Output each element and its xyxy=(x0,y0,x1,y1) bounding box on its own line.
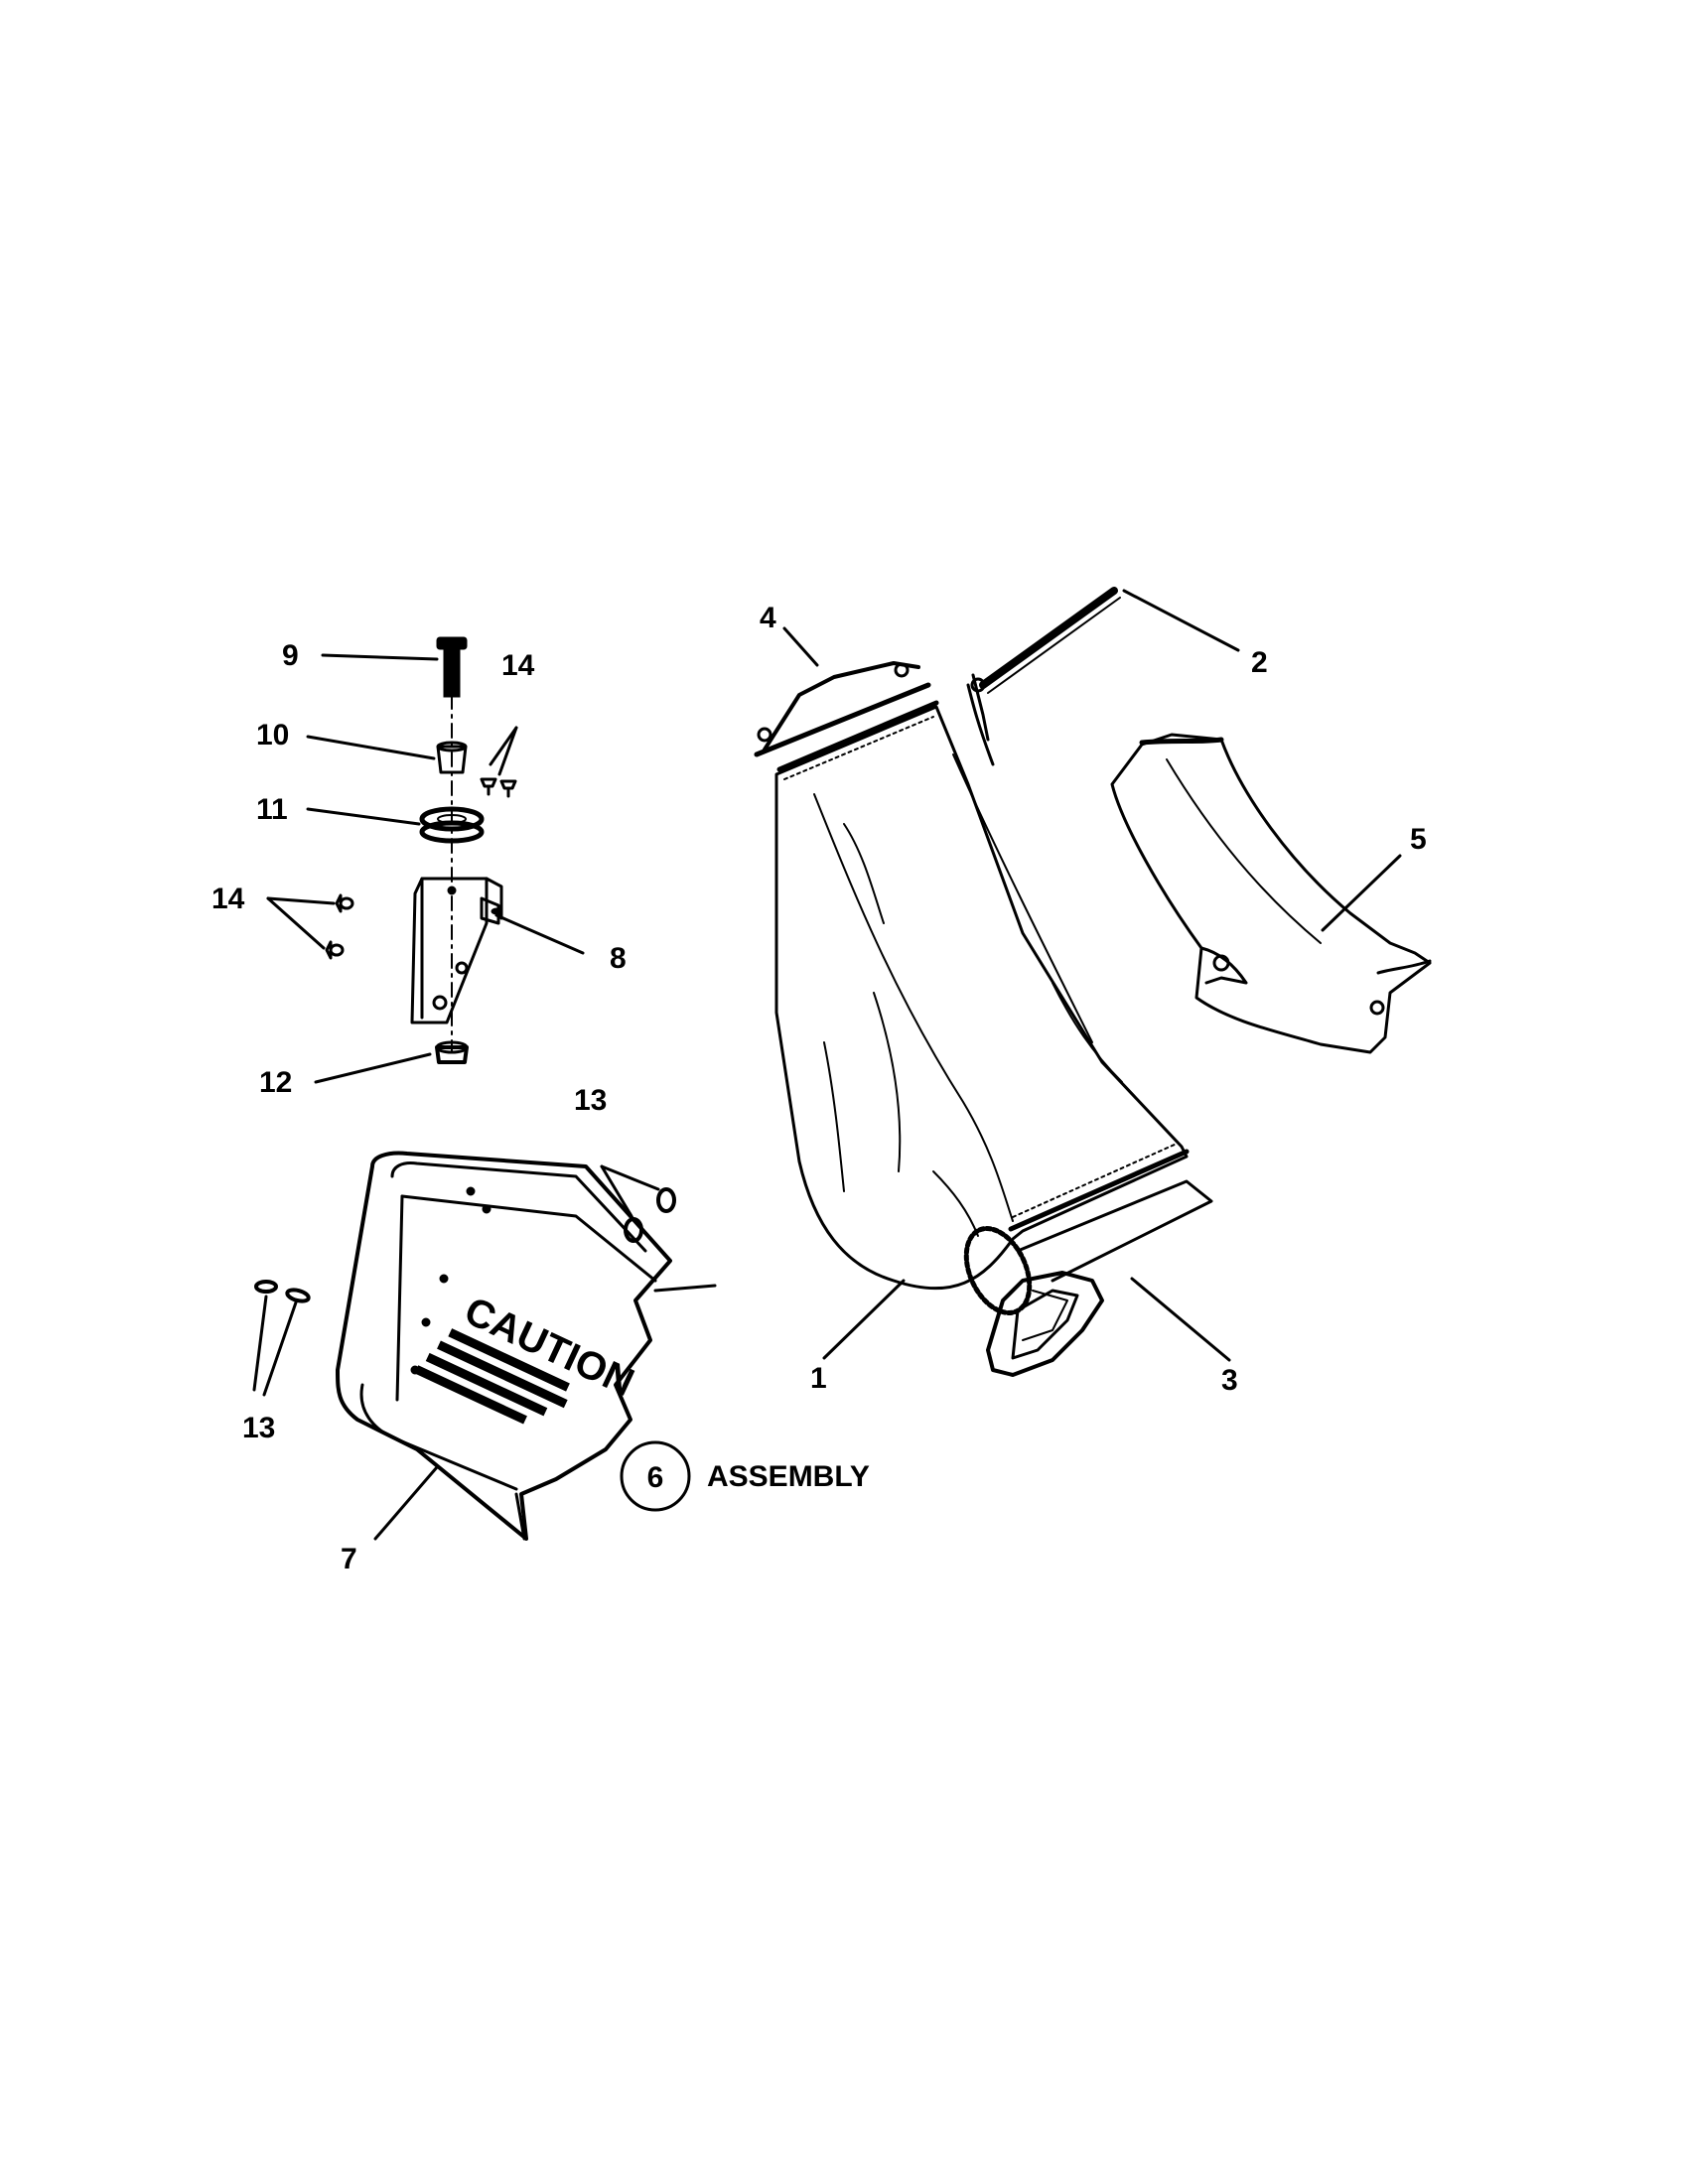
callout-12: 12 xyxy=(259,1066,292,1099)
callout-3: 3 xyxy=(1221,1364,1238,1397)
rivets-part-14-upper xyxy=(480,777,517,798)
assembly-label: ASSEMBLY xyxy=(707,1460,870,1493)
callout-9: 9 xyxy=(282,639,299,672)
hardware-stack xyxy=(325,636,517,1064)
bushing-part-10 xyxy=(436,741,468,774)
nut-part-12 xyxy=(435,1040,469,1064)
callout-13-upper: 13 xyxy=(574,1084,607,1117)
callout-13-lower: 13 xyxy=(242,1412,275,1444)
bolt-part-9 xyxy=(436,636,468,698)
assembly-callout: 6 ASSEMBLY xyxy=(620,1440,870,1512)
rivets-part-13-left xyxy=(254,1280,311,1303)
wheel-part-11 xyxy=(419,806,485,844)
handle-part-3 xyxy=(986,1179,1213,1377)
callout-1: 1 xyxy=(810,1362,827,1395)
frame-part-4 xyxy=(754,661,931,757)
callouts: 9 10 11 14 14 8 12 13 13 7 4 2 5 1 3 6 A… xyxy=(211,602,1427,1575)
callout-7: 7 xyxy=(341,1543,357,1575)
callout-4: 4 xyxy=(760,602,776,634)
chute-part-5 xyxy=(1110,733,1432,1054)
leader-lines xyxy=(252,589,1402,1541)
rivets-part-14-lower xyxy=(325,893,354,960)
rod-part-2 xyxy=(966,587,1121,766)
callout-8: 8 xyxy=(610,942,627,975)
callout-14-lower: 14 xyxy=(211,883,245,915)
callout-6: 6 xyxy=(647,1461,664,1494)
callout-14-upper: 14 xyxy=(501,649,535,682)
callout-10: 10 xyxy=(256,719,289,751)
grass-bag-part-1 xyxy=(774,700,1190,1315)
rivets-part-13-right xyxy=(624,1187,676,1243)
bracket-part-8 xyxy=(410,877,503,1024)
callout-5: 5 xyxy=(1410,823,1427,856)
callout-11: 11 xyxy=(256,793,288,826)
callout-2: 2 xyxy=(1251,646,1268,679)
caution-decal: CAUTION xyxy=(414,1289,640,1425)
